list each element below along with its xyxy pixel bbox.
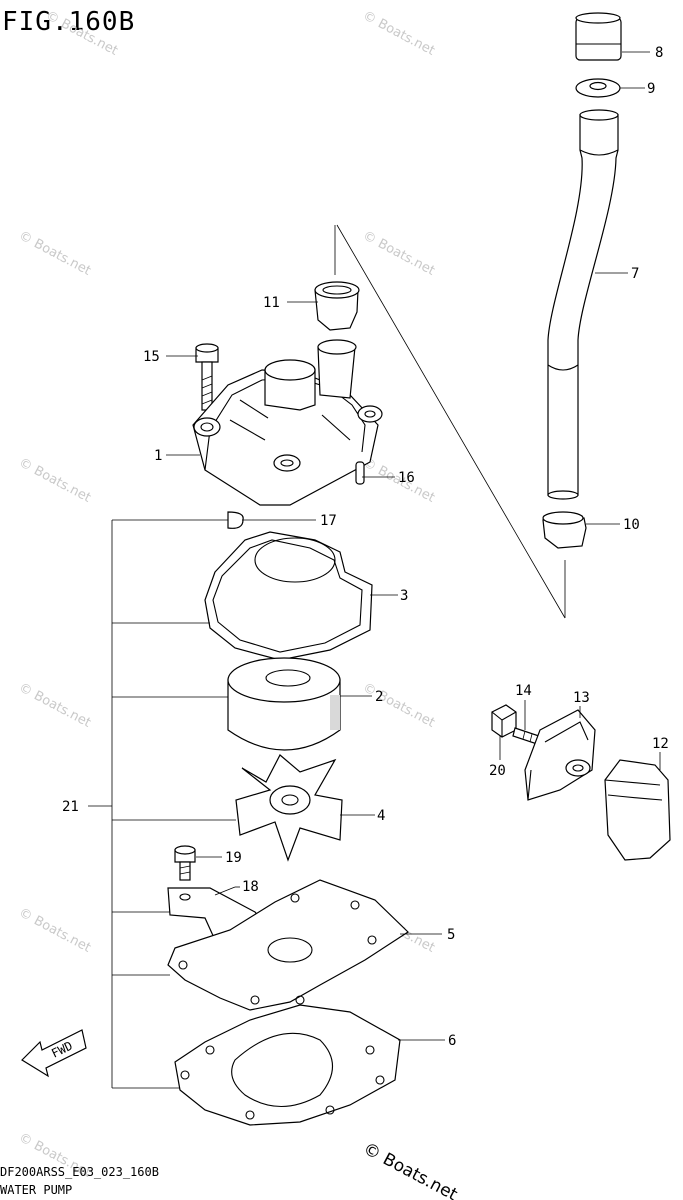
watermark: © Boats.net [16,680,93,730]
watermark: © Boats.net [360,680,437,730]
callout-13[interactable]: 13 [573,690,590,706]
callout-8[interactable]: 8 [655,45,663,61]
callout-6[interactable]: 6 [448,1033,456,1049]
fwd-arrow: FWD [21,1029,87,1078]
callout-1[interactable]: 1 [154,448,162,464]
part-2-liner[interactable] [227,657,341,751]
part-13-bracket[interactable] [524,709,596,801]
part-3-gasket[interactable] [204,531,373,661]
leader-lines [88,51,661,1089]
watermark: © Boats.net [360,228,437,278]
part-8-cap[interactable] [575,12,622,61]
part-10-grommet[interactable] [542,511,587,549]
callout-4[interactable]: 4 [377,808,385,824]
callout-5[interactable]: 5 [447,927,455,943]
callout-14[interactable]: 14 [515,683,532,699]
watermark-credit: © Boats.net [360,1139,461,1200]
callout-11[interactable]: 11 [263,295,280,311]
callout-2[interactable]: 2 [375,689,383,705]
part-11-seal[interactable] [314,281,360,331]
part-15-bolt[interactable] [195,343,219,411]
callout-12[interactable]: 12 [652,736,669,752]
figure-code: DF200ARSS_E03_023_160B [0,1165,159,1179]
part-9-washer[interactable] [575,78,621,98]
callout-7[interactable]: 7 [631,266,639,282]
watermark: © Boats.net [16,905,93,955]
part-19-bolt[interactable] [174,845,196,881]
part-7-water-tube[interactable] [547,109,619,500]
part-16-pin[interactable] [355,461,365,485]
callout-labels: 8 9 7 10 11 15 1 16 17 3 2 4 19 18 5 6 2… [62,45,669,1049]
callout-16[interactable]: 16 [398,470,415,486]
figure-name: WATER PUMP [0,1183,72,1197]
figure-title: FIG.160B [2,7,135,37]
part-1-pump-case[interactable] [192,339,383,506]
part-17-key[interactable] [227,511,244,529]
callout-19[interactable]: 19 [225,850,242,866]
part-5-plate-gasket[interactable] [167,879,409,1011]
part-12-cover[interactable] [604,759,671,861]
assembly-guide-lines [334,224,566,619]
watermark: © Boats.net [16,228,93,278]
callout-9[interactable]: 9 [647,81,655,97]
watermark: © Boats.net [16,455,93,505]
callout-21[interactable]: 21 [62,799,79,815]
part-20-nut[interactable] [491,704,517,738]
callout-20[interactable]: 20 [489,763,506,779]
watermark: © Boats.net [360,8,437,58]
callout-10[interactable]: 10 [623,517,640,533]
part-6-lower-gasket[interactable] [174,1004,401,1126]
callout-15[interactable]: 15 [143,349,160,365]
callout-17[interactable]: 17 [320,513,337,529]
callout-18[interactable]: 18 [242,879,259,895]
callout-3[interactable]: 3 [400,588,408,604]
part-4-impeller[interactable] [235,754,343,862]
